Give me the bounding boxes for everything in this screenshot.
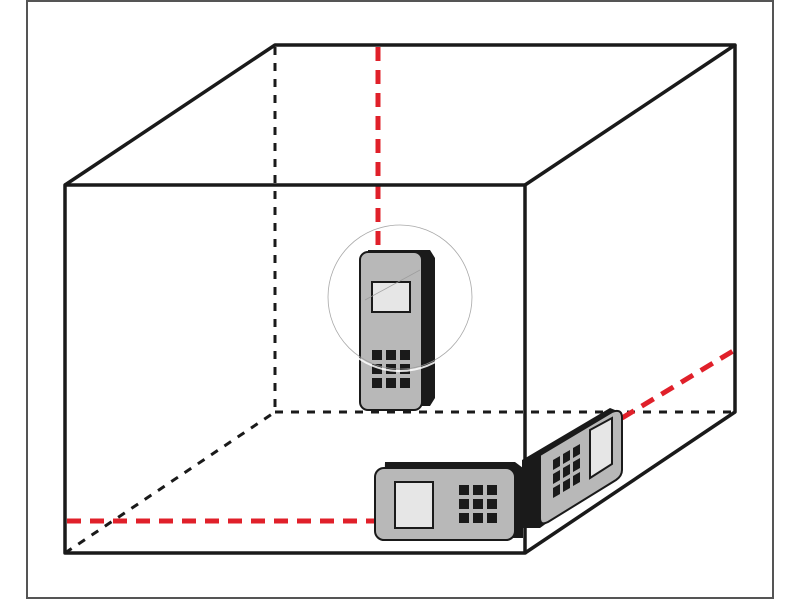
watermark-emblem bbox=[325, 222, 475, 372]
device-keypad bbox=[459, 485, 497, 523]
right-face-edges bbox=[524, 45, 737, 555]
device-keypad bbox=[553, 444, 580, 498]
device-screen bbox=[371, 281, 411, 313]
device-screen bbox=[589, 416, 613, 480]
front-face bbox=[63, 183, 527, 555]
device-screen bbox=[394, 481, 434, 529]
wall-device bbox=[359, 250, 435, 411]
laser-beams bbox=[67, 47, 735, 524]
top-face-edges bbox=[64, 43, 737, 187]
hidden-left-floor-edge bbox=[64, 410, 276, 555]
visible-edges bbox=[63, 43, 737, 555]
floor-device-left bbox=[374, 462, 523, 541]
hidden-edges bbox=[64, 47, 735, 555]
floor-device-right bbox=[522, 408, 623, 528]
